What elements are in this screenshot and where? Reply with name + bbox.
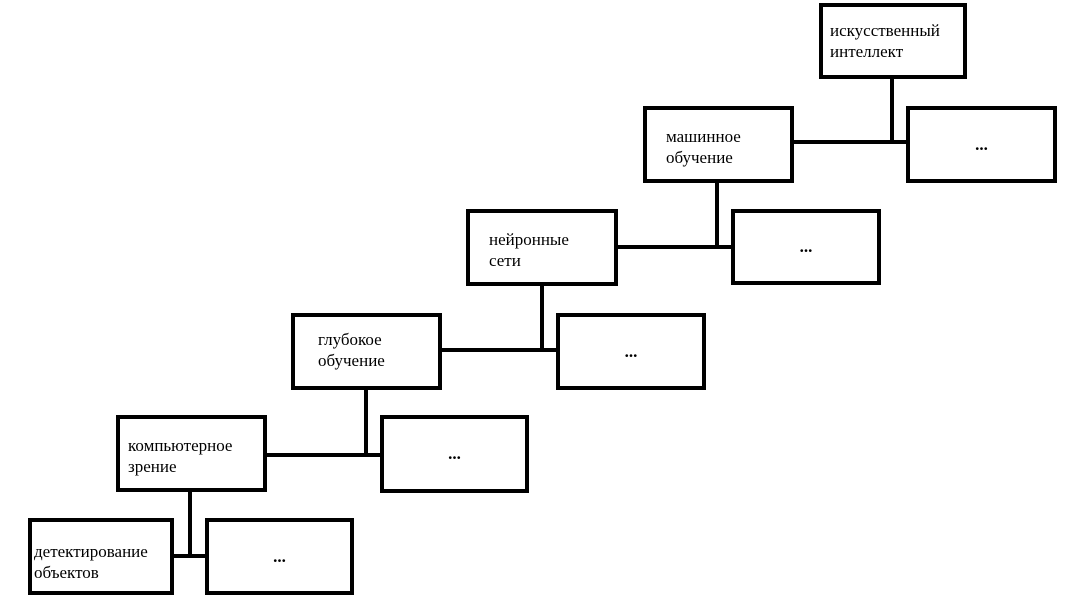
node-artificial-intelligence: искусственный интеллект xyxy=(819,3,967,79)
node-computer-vision: компьютерное зрение xyxy=(116,415,267,492)
node-label: детектирование объектов xyxy=(34,542,148,582)
node-other-2: ... xyxy=(731,209,881,285)
ellipsis-label: ... xyxy=(448,444,461,463)
ellipsis-label: ... xyxy=(624,341,638,361)
ellipsis-label: ... xyxy=(799,237,813,256)
node-other-1: ... xyxy=(906,106,1057,183)
node-label: глубокое обучение xyxy=(318,330,385,370)
node-other-3: ... xyxy=(556,313,706,390)
node-label: компьютерное зрение xyxy=(128,436,233,476)
node-object-detection: детектирование объектов xyxy=(28,518,174,595)
node-label: нейронные сети xyxy=(489,230,569,270)
node-other-4: ... xyxy=(380,415,529,493)
node-label: машинное обучение xyxy=(666,127,741,167)
node-label: искусственный интеллект xyxy=(830,21,940,61)
ellipsis-label: ... xyxy=(975,134,988,154)
node-deep-learning: глубокое обучение xyxy=(291,313,442,390)
node-neural-networks: нейронные сети xyxy=(466,209,618,286)
node-other-5: ... xyxy=(205,518,354,595)
ellipsis-label: ... xyxy=(273,546,286,566)
node-machine-learning: машинное обучение xyxy=(643,106,794,183)
